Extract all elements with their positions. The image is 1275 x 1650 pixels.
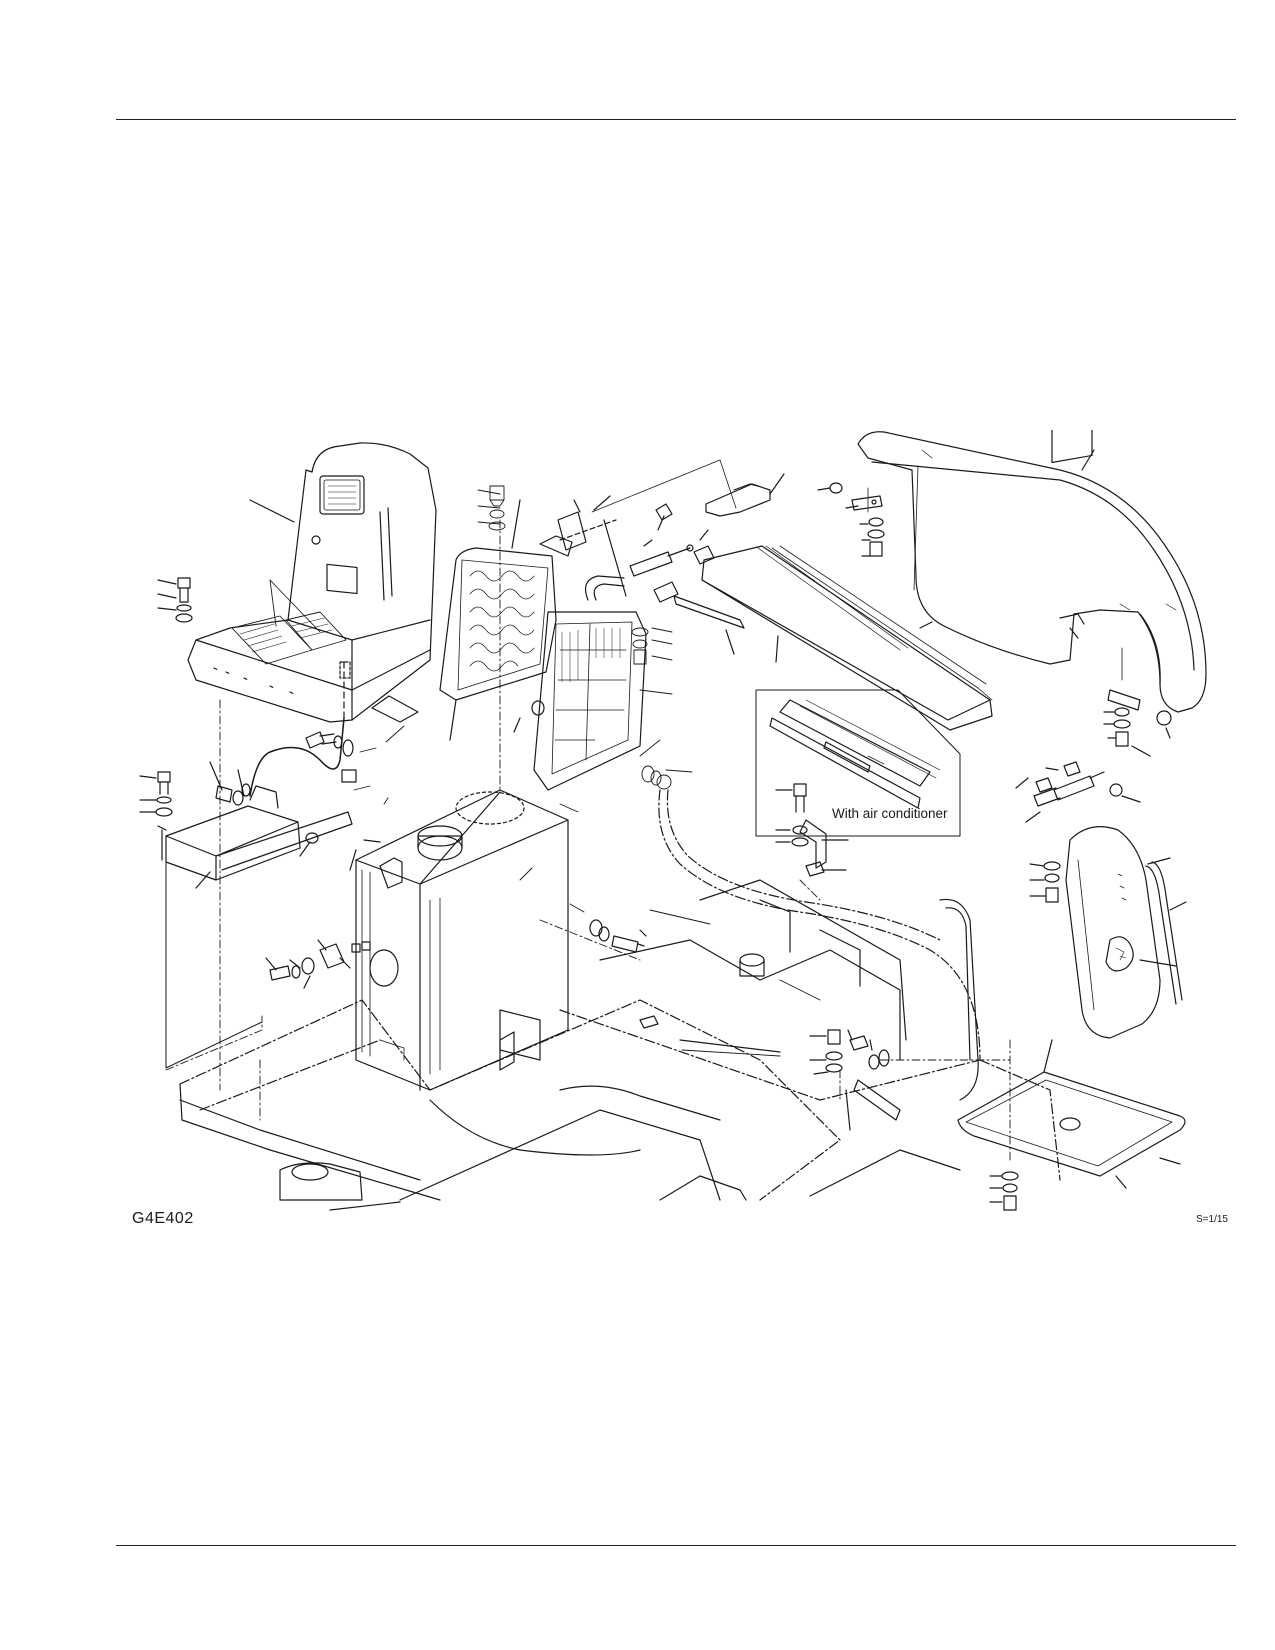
floor-plate bbox=[957, 1039, 1186, 1211]
connector-outline bbox=[339, 661, 351, 679]
stay-center bbox=[809, 1029, 901, 1131]
gas-spring-right bbox=[1015, 761, 1141, 823]
top-rule bbox=[116, 119, 1236, 120]
bottom-rule bbox=[116, 1545, 1236, 1546]
fastener-stack-left-top bbox=[157, 577, 193, 623]
fastener-stack-left-mid bbox=[139, 771, 173, 817]
control-console bbox=[187, 442, 437, 723]
side-cover-right bbox=[1065, 826, 1187, 1039]
inset-caption: With air conditioner bbox=[832, 806, 948, 821]
air-conditioner-inset bbox=[755, 689, 961, 837]
upper-frame bbox=[179, 789, 1061, 1201]
scale-label: S=1/15 bbox=[1196, 1214, 1228, 1225]
ground-cable bbox=[249, 717, 345, 797]
support-stay bbox=[557, 495, 627, 601]
drawing-code: G4E402 bbox=[132, 1210, 194, 1227]
lower-frame bbox=[179, 879, 979, 1211]
engine-hood bbox=[857, 430, 1207, 713]
fastener-group-right-top bbox=[817, 482, 885, 557]
dust-net bbox=[513, 611, 647, 791]
fastener-stack-right-mid bbox=[1029, 861, 1061, 903]
leader-lines bbox=[353, 485, 821, 1057]
alignment-guides bbox=[165, 519, 1011, 1161]
radiator-cover bbox=[439, 499, 573, 741]
hydraulic-tank bbox=[349, 789, 569, 1091]
top-bracket bbox=[591, 459, 785, 517]
side-rail bbox=[673, 545, 993, 731]
battery-tray bbox=[157, 785, 353, 889]
gas-spring-center bbox=[629, 503, 715, 603]
guide-frame-left bbox=[165, 859, 263, 1069]
fastener-group-right-mid bbox=[1103, 647, 1172, 757]
air-cleaner-bracket bbox=[775, 783, 849, 877]
bolt-group-tank bbox=[265, 919, 647, 989]
exploded-parts-diagram: With air conditioner bbox=[139, 430, 1207, 1211]
